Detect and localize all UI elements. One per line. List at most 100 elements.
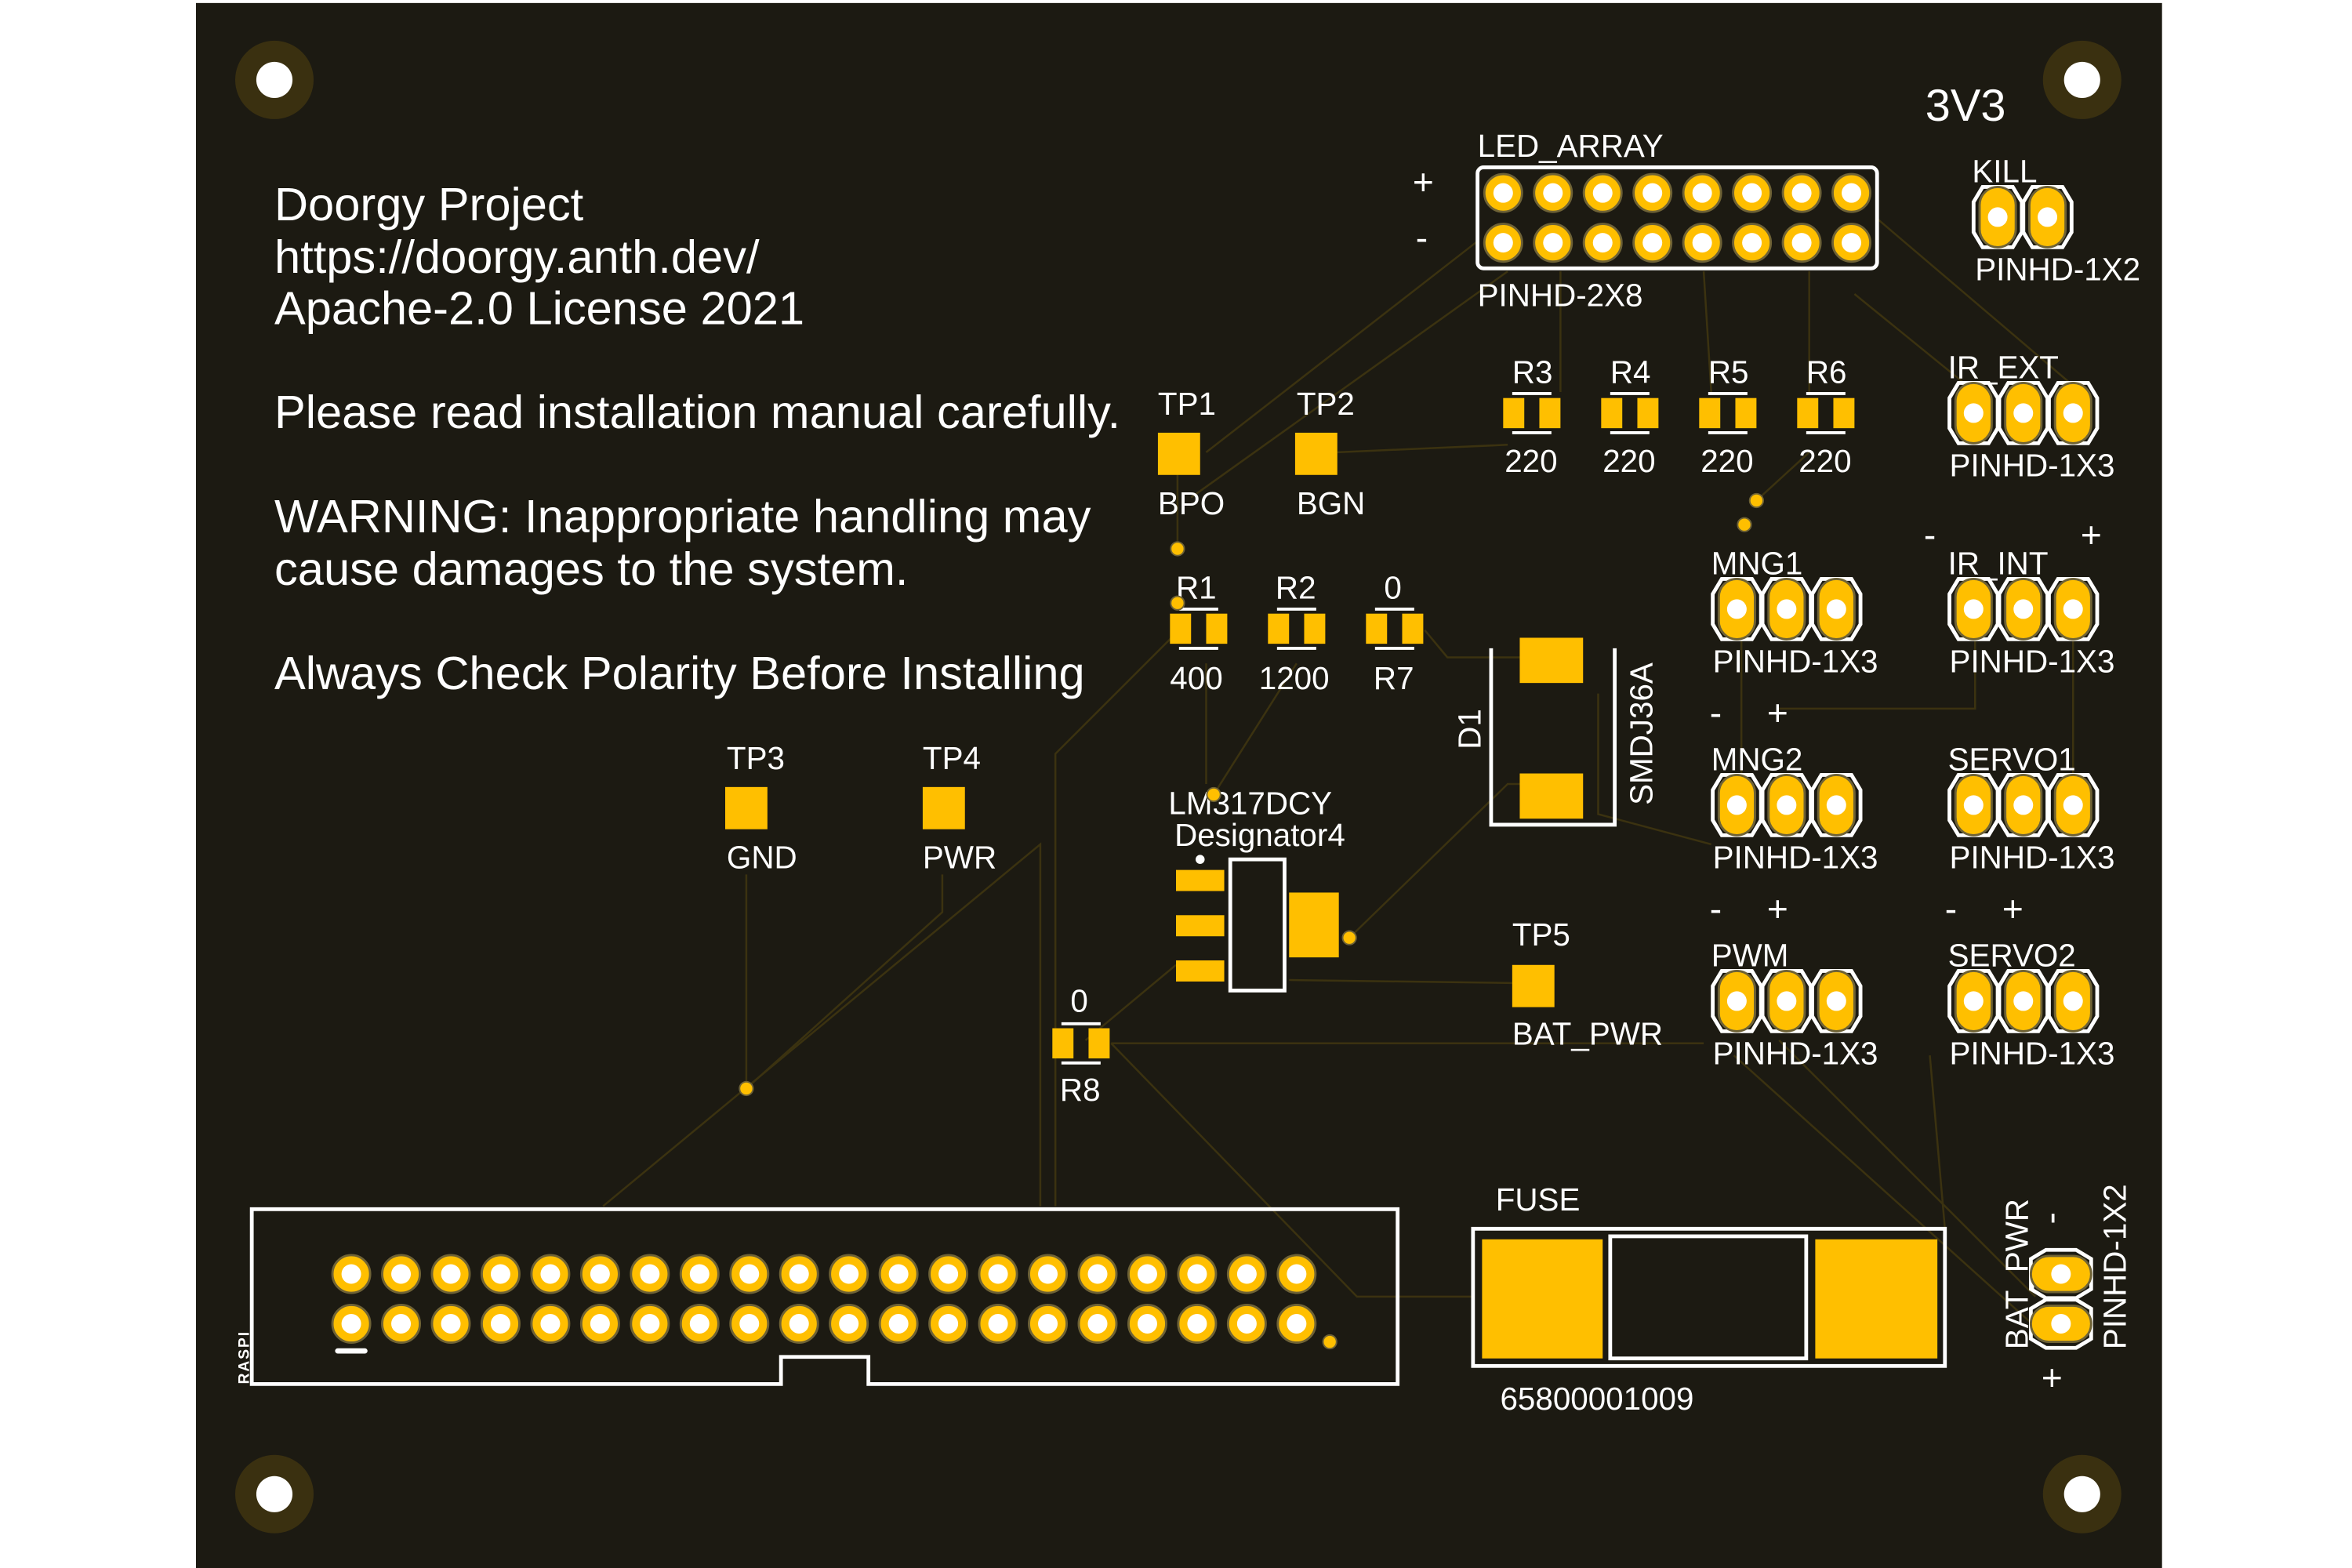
header-servo2: - + SERVO2 PINHD-1X3 (1945, 888, 2115, 1072)
through-hole-pad (1954, 970, 1993, 1033)
tp-label: BAT_PWR (1512, 1016, 1663, 1052)
tp-label: GND (727, 840, 797, 876)
tp-name: TP5 (1512, 916, 1570, 953)
resistor-name: R6 (1806, 354, 1847, 390)
header-ir-int: - + IR_INT PINHD-1X3 (1924, 514, 2115, 680)
header-ir-ext: IR_EXT PINHD-1X3 (1947, 350, 2115, 484)
header-name: SERVO2 (1948, 938, 2076, 974)
header-bat-pwr: BAT_PWR PINHD-1X2 - + (1999, 1184, 2133, 1398)
through-hole-pad (1717, 578, 1756, 641)
note-line: Doorgy Project (274, 178, 584, 230)
raspi-name: RASPI (236, 1330, 252, 1384)
through-hole-pad (978, 1303, 1018, 1344)
pad-outline (1947, 381, 2000, 445)
through-hole-pad (1817, 970, 1856, 1033)
smd-pad (1539, 397, 1561, 429)
pad-outline (1997, 969, 2049, 1033)
through-hole-pad (331, 1303, 372, 1344)
polarity-minus: - (2030, 1212, 2071, 1224)
pad-outline (2047, 773, 2100, 837)
through-hole-pad (1831, 223, 1872, 263)
pad-outline (1760, 773, 1813, 837)
resistor-name: R5 (1708, 354, 1749, 390)
through-hole-pad (1533, 223, 1573, 263)
tp-name: TP3 (727, 740, 785, 776)
through-hole-pad (928, 1254, 969, 1294)
kill-package: PINHD-1X2 (1975, 252, 2140, 288)
pad-outline (1997, 381, 2049, 445)
resistor-r6: R6 220 (1797, 354, 1855, 479)
kill-connector: KILL PINHD-1X2 (1971, 154, 2140, 288)
pad-outline (1760, 577, 1813, 641)
via (1748, 492, 1764, 509)
through-hole-pad (1682, 223, 1722, 263)
via (1170, 595, 1185, 611)
header-package: PINHD-1X3 (1713, 644, 1878, 680)
pad-outline (1810, 773, 1863, 837)
resistor-value: 220 (1798, 443, 1851, 479)
test-point-tp3: TP3 GND (725, 740, 797, 876)
through-hole-pad (1077, 1254, 1118, 1294)
through-hole-pad (630, 1303, 670, 1344)
header-package: PINHD-1X3 (1950, 1036, 2115, 1072)
smd-pad (1170, 613, 1192, 644)
through-hole-pad (1276, 1303, 1317, 1344)
through-hole-pad (1978, 186, 2017, 249)
via (1206, 786, 1221, 803)
through-hole-pad (2053, 578, 2092, 641)
header-name: BAT_PWR (1999, 1199, 2035, 1349)
pad-outline (1997, 577, 2049, 641)
header-servo1: SERVO1 PINHD-1X3 (1947, 742, 2115, 876)
pad-outline (2047, 381, 2100, 445)
through-hole-pad (2004, 578, 2043, 641)
header-name: IR_INT (1948, 546, 2049, 582)
through-hole-pad (779, 1254, 819, 1294)
through-hole-pad (381, 1303, 422, 1344)
through-hole-pad (1767, 578, 1806, 641)
through-hole-pad (878, 1254, 919, 1294)
through-hole-pad (2053, 382, 2092, 445)
through-hole-pad (430, 1254, 471, 1294)
header-package: PINHD-1X3 (1950, 644, 2115, 680)
polarity-minus: - (1924, 514, 1936, 555)
header-package: PINHD-1X3 (1950, 840, 2115, 876)
tp-label: BGN (1297, 485, 1366, 521)
via (1341, 930, 1357, 946)
smd-pad (1268, 613, 1290, 644)
header-name: MNG2 (1711, 742, 1803, 778)
header-package: PINHD-1X3 (1950, 448, 2115, 484)
resistor-r5: R5 220 (1699, 354, 1757, 479)
through-hole-pad (1533, 172, 1573, 213)
via (1737, 517, 1752, 532)
pad-outline (1810, 577, 1863, 641)
pad-outline (1711, 577, 1763, 641)
through-hole-pad (2053, 970, 2092, 1033)
regulator-part: LM317DCY (1168, 785, 1332, 821)
through-hole-pad (1767, 774, 1806, 837)
resistor-name: R2 (1276, 569, 1316, 605)
smd-pad (1052, 1028, 1074, 1058)
through-hole-pad (579, 1303, 620, 1344)
through-hole-pad (1177, 1303, 1218, 1344)
diode-name: D1 (1451, 709, 1487, 750)
resistor-value: 1200 (1259, 660, 1330, 696)
through-hole-pad (829, 1303, 869, 1344)
resistor-value: 0 (1070, 982, 1087, 1018)
tp-name: TP4 (923, 740, 981, 776)
through-hole-pad (729, 1254, 770, 1294)
pad-outline (2047, 969, 2100, 1033)
pad-outline (1947, 577, 2000, 641)
resistor-value: 220 (1504, 443, 1557, 479)
smd-pad (1699, 397, 1721, 429)
pad-outline (1711, 773, 1763, 837)
pad-outline (1810, 969, 1863, 1033)
regulator-designator: Designator4 (1174, 817, 1345, 853)
through-hole-pad (2053, 774, 2092, 837)
kill-name: KILL (1972, 154, 2037, 190)
note-line: https://doorgy.anth.dev/ (274, 230, 760, 283)
through-hole-pad (530, 1254, 571, 1294)
header-mng2: - + MNG2 PINHD-1X3 (1710, 692, 1878, 876)
through-hole-pad (878, 1303, 919, 1344)
through-hole-pad (331, 1254, 372, 1294)
through-hole-pad (1632, 223, 1673, 263)
